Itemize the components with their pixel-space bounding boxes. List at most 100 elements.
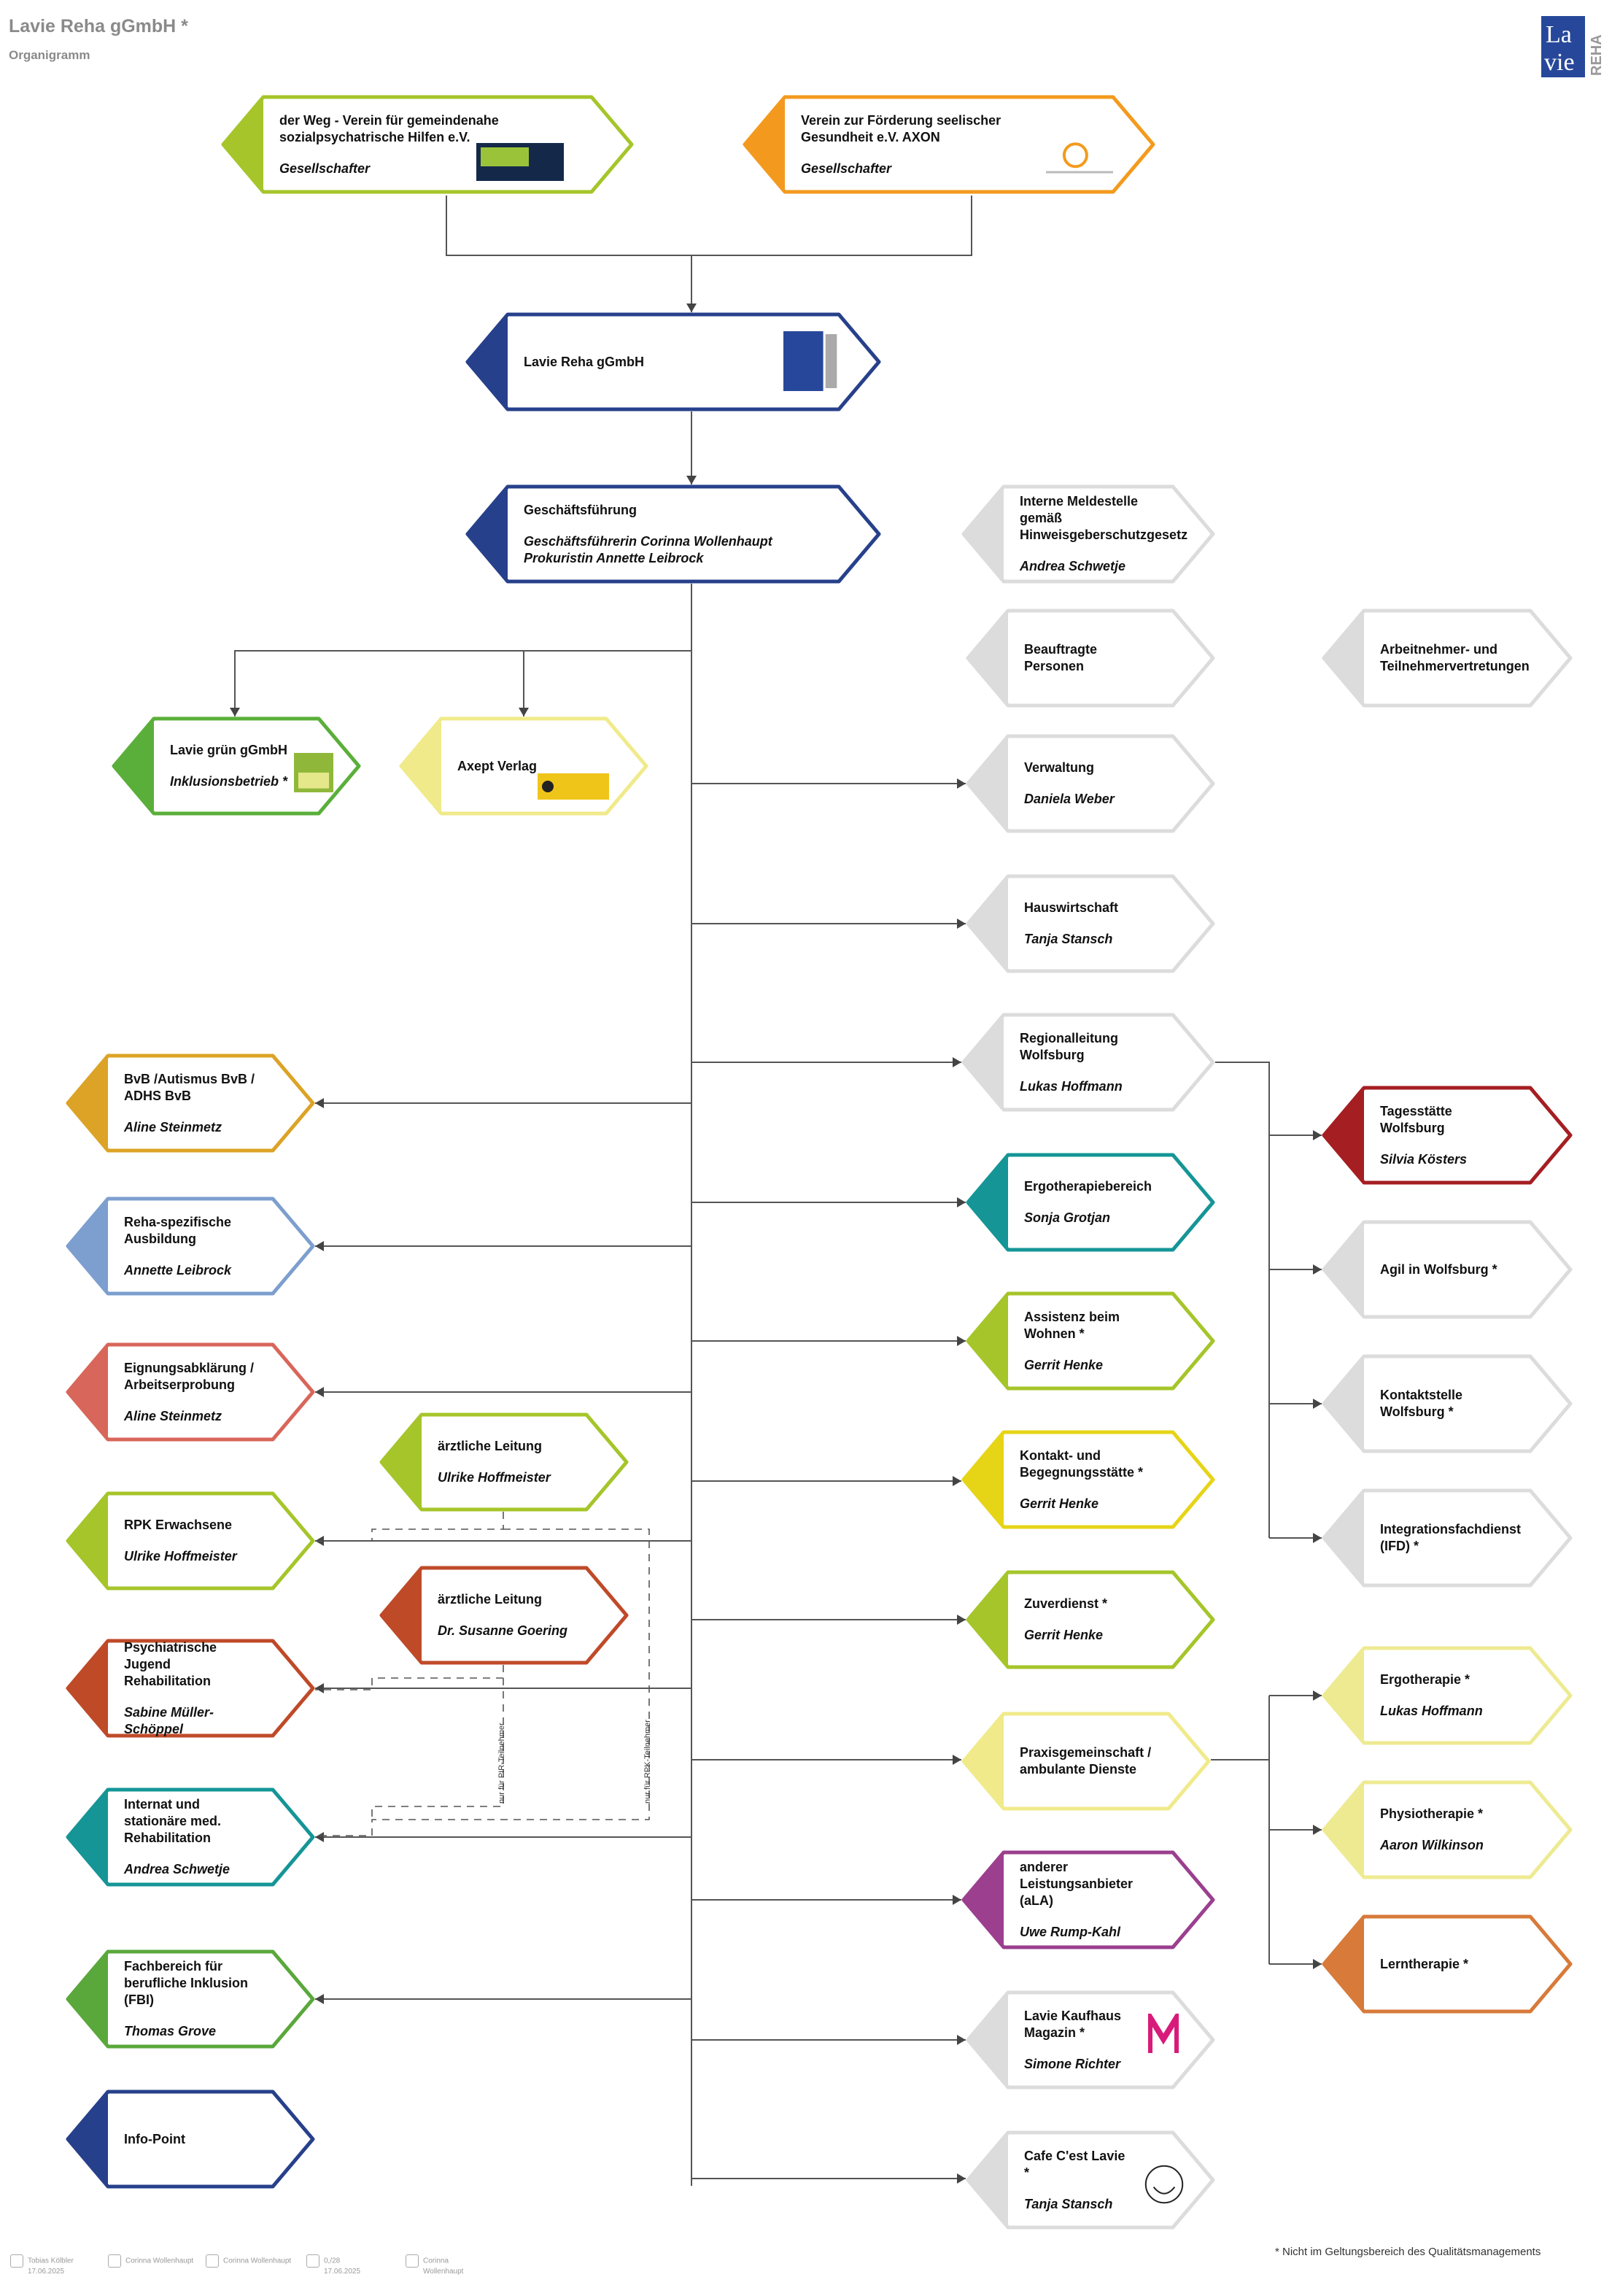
- connector-arrow: [315, 1832, 324, 1842]
- node-text: Assistenz beim Wohnen *Gerrit Henke: [1024, 1291, 1160, 1391]
- node-shape: [966, 734, 1215, 833]
- node-color-tab: [1324, 1917, 1364, 2011]
- node-text: Cafe C'est Lavie *Tanja Stansch: [1024, 2130, 1129, 2230]
- stamp-name: Corinna: [423, 2257, 449, 2265]
- node-title: Praxisgemeinschaft / ambulante Dienste: [1020, 1745, 1152, 1777]
- kaufhaus-logo: [1148, 2014, 1179, 2053]
- node-zuverdienst: Zuverdienst *Gerrit Henke: [966, 1570, 1215, 1669]
- page-title: Lavie Reha gGmbH *: [9, 16, 188, 36]
- node-color-tab: [68, 1790, 108, 1885]
- node-shape: [66, 1787, 315, 1887]
- node-shape: [66, 1197, 315, 1296]
- node-title: ärztliche Leitung: [438, 1592, 543, 1607]
- node-shape: [961, 1850, 1215, 1949]
- node-text: Kontaktstelle Wolfsburg *: [1380, 1354, 1517, 1453]
- node-person: Andrea Schwetje: [124, 1862, 230, 1876]
- connector: [315, 1512, 504, 1542]
- page-subtitle: Organigramm: [9, 48, 90, 62]
- node-title: Info-Point: [124, 2131, 185, 2146]
- node-person: Lukas Hoffmann: [1020, 1078, 1123, 1094]
- node-color-tab: [1324, 1088, 1364, 1183]
- node-shape: [1322, 1780, 1573, 1879]
- node-text: Lerntherapie *: [1380, 1914, 1517, 2014]
- node-shape: [465, 312, 881, 411]
- node-shape: [966, 1153, 1215, 1252]
- node-infopoint: Info-Point: [66, 2090, 315, 2189]
- node-color-tab: [114, 719, 154, 813]
- node-title: Hauswirtschaft: [1024, 900, 1119, 915]
- node-text: Verein zur Förderung seelischer Gesundhe…: [801, 95, 1040, 194]
- node-person: Uwe Rump-Kahl: [1020, 1925, 1121, 1939]
- node-title: Interne Meldestelle gemäß Hinweisgebersc…: [1020, 494, 1188, 542]
- stamp-name: Corinna Wollenhaupt: [125, 2257, 194, 2265]
- node-person: Gesellschafter: [801, 161, 892, 176]
- node-color-tab: [964, 487, 1004, 581]
- node-shape: [1322, 1488, 1573, 1588]
- connector-arrow: [315, 1098, 324, 1108]
- node-kontaktstelle: Kontaktstelle Wolfsburg *: [1322, 1354, 1573, 1453]
- node-ifd: Integrationsfachdienst (IFD) *: [1322, 1488, 1573, 1588]
- node-person: Gerrit Henke: [1024, 1628, 1104, 1642]
- node-color-tab: [964, 1852, 1004, 1947]
- node-title: ärztliche Leitung: [438, 1439, 543, 1453]
- node-shape: [1322, 1914, 1573, 2014]
- node-color-tab: [968, 1294, 1008, 1388]
- node-color-tab: [968, 736, 1008, 831]
- stamp-name: Corinna Wollenhaupt: [223, 2257, 292, 2265]
- connector-arrow: [1313, 1959, 1322, 1969]
- node-color-tab: [68, 1056, 108, 1151]
- node-shape: [379, 1412, 629, 1512]
- node-text: Lavie Kaufhaus Magazin *Simone Richter: [1024, 1990, 1151, 2090]
- node-color-tab: [968, 1572, 1008, 1667]
- connector-arrow: [1313, 1825, 1322, 1835]
- node-text: Info-Point: [124, 2090, 260, 2189]
- footer-stamp: Corinna Wollenhaupt: [206, 2254, 291, 2268]
- node-physio: Physiotherapie *Aaron Wilkinson: [1322, 1780, 1573, 1879]
- logo-side: REHA: [1589, 34, 1605, 76]
- node-title: Internat und stationäre med. Rehabilitat…: [124, 1797, 222, 1845]
- node-title: Beauftragte Personen: [1024, 642, 1098, 673]
- node-shape: [66, 2090, 315, 2189]
- node-title: Axept Verlag: [457, 758, 538, 773]
- connector-arrow: [953, 1895, 961, 1905]
- node-fbi: Fachbereich für berufliche Inklusion (FB…: [66, 1949, 315, 2049]
- node-title: Geschäftsführung: [524, 502, 638, 517]
- node-shape: [379, 1566, 629, 1665]
- node-color-tab: [381, 1415, 422, 1510]
- node-title: Kontaktstelle Wolfsburg *: [1380, 1388, 1463, 1419]
- node-text: Axept Verlag: [457, 716, 543, 816]
- pir-connector-label: nur für PIR-Teilnehmer: [497, 1723, 506, 1804]
- node-title: Assistenz beim Wohnen *: [1024, 1309, 1120, 1341]
- node-shape: [1322, 1086, 1573, 1185]
- node-color-tab: [964, 1432, 1004, 1527]
- node-person: Gesellschafter: [279, 161, 371, 176]
- connector-arrow: [686, 304, 697, 312]
- connector-arrow: [953, 1755, 961, 1765]
- node-assistenz: Assistenz beim Wohnen *Gerrit Henke: [966, 1291, 1215, 1391]
- node-text: Kontakt- und Begegnungsstätte *Gerrit He…: [1020, 1430, 1160, 1529]
- connector-arrow: [1313, 1264, 1322, 1275]
- user-icon: [10, 2254, 23, 2268]
- logo-line2: vie: [1544, 49, 1575, 76]
- node-color-tab: [968, 1155, 1008, 1250]
- axept-logo: [538, 773, 609, 800]
- node-shape: [1322, 1646, 1573, 1745]
- node-text: Beauftragte Personen: [1024, 608, 1160, 708]
- node-shape: [961, 1013, 1215, 1112]
- stamp-date: 17.06.2025: [324, 2268, 361, 2276]
- node-shape: [966, 608, 1215, 708]
- node-title: Verwaltung: [1024, 760, 1095, 775]
- connector: [315, 1665, 504, 1690]
- node-person: Sabine Müller-Schöppel: [124, 1704, 214, 1736]
- connector-arrow: [230, 708, 240, 716]
- node-color-tab: [968, 611, 1008, 706]
